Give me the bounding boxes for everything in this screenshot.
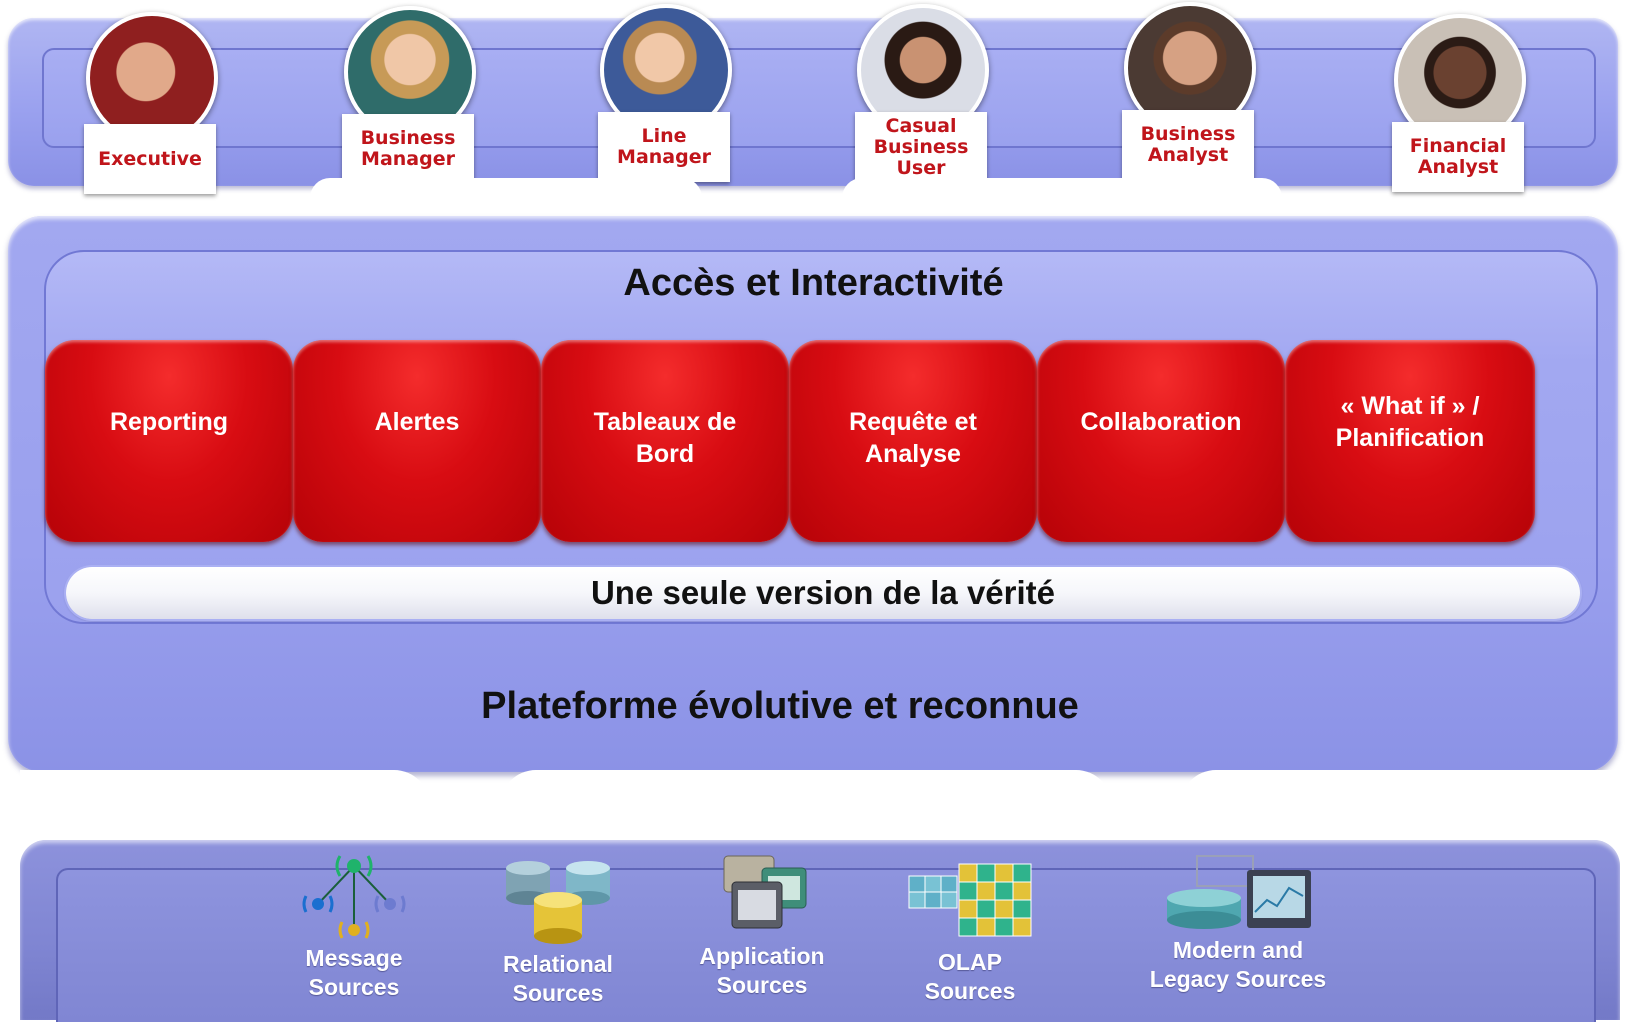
source-label: Application Sources bbox=[699, 943, 825, 998]
source-application: Application Sources bbox=[652, 850, 872, 1000]
capability-tile-tableaux-de-bord: Tableaux de Bord bbox=[541, 340, 789, 542]
source-legacy: Modern and Legacy Sources bbox=[1118, 852, 1358, 994]
source-label: OLAP Sources bbox=[924, 949, 1016, 1004]
application-windows-icon bbox=[723, 855, 807, 929]
persona-label: Financial Analyst bbox=[1392, 122, 1524, 192]
capability-tile-collaboration: Collaboration bbox=[1037, 340, 1285, 542]
source-olap: OLAP Sources bbox=[860, 856, 1080, 1006]
persona-label: Business Manager bbox=[342, 114, 474, 184]
capability-tile-reporting: Reporting bbox=[45, 340, 293, 542]
connector-gap bbox=[1180, 770, 1620, 842]
capability-tile-requete-et-analyse: Requête et Analyse bbox=[789, 340, 1037, 542]
executive-photo-icon bbox=[86, 12, 218, 144]
persona-label: Executive bbox=[84, 124, 216, 194]
user-band-inner bbox=[42, 48, 1596, 148]
source-label: Message Sources bbox=[305, 945, 403, 1000]
persona-label: Business Analyst bbox=[1122, 110, 1254, 180]
olap-cube-icon bbox=[908, 863, 1032, 937]
database-cylinders-icon bbox=[506, 861, 610, 944]
source-label: Modern and Legacy Sources bbox=[1149, 937, 1327, 992]
capability-tile-what-if-planification: « What if » / Planification bbox=[1285, 340, 1535, 542]
access-title: Accès et Interactivité bbox=[623, 262, 1004, 304]
persona-label: Casual Business User bbox=[855, 112, 987, 182]
legacy-system-icon bbox=[1167, 855, 1311, 929]
capability-tile-alertes: Alertes bbox=[293, 340, 541, 542]
source-relational: Relational Sources bbox=[448, 858, 668, 1008]
connector-gap bbox=[500, 770, 1112, 842]
source-label: Relational Sources bbox=[503, 951, 613, 1006]
connector-gap bbox=[20, 770, 430, 842]
source-message: Message Sources bbox=[244, 852, 464, 1002]
connector-gap bbox=[842, 178, 1282, 218]
platform-title: Plateforme évolutive et reconnue bbox=[481, 685, 1079, 727]
persona-label: Line Manager bbox=[598, 112, 730, 182]
source-band-inner bbox=[56, 868, 1596, 1022]
connector-gap bbox=[310, 178, 702, 218]
antenna-network-icon bbox=[302, 855, 406, 939]
single-truth-bar: Une seule version de la vérité bbox=[66, 567, 1580, 619]
